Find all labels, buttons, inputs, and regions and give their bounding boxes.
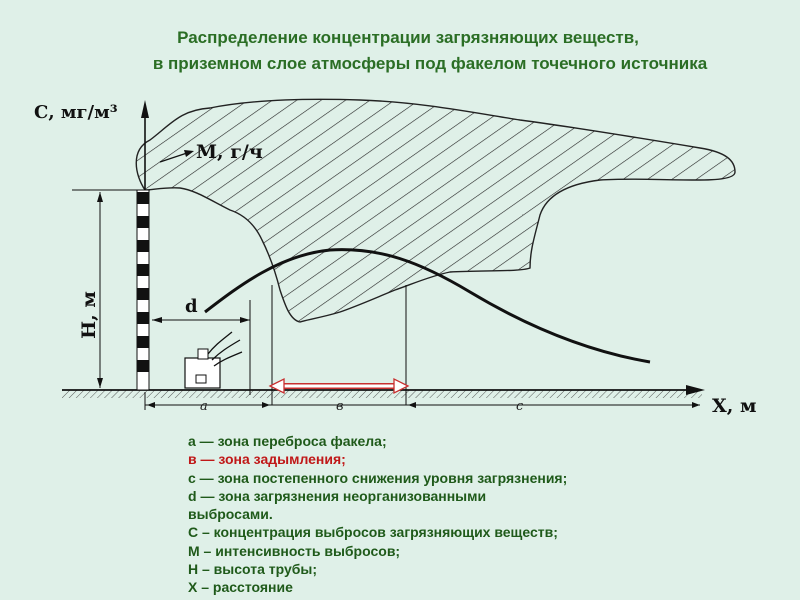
y-axis-label: С, мг/м³ bbox=[34, 102, 118, 123]
zone-c-arrow-r bbox=[692, 402, 700, 408]
title-line-1: Распределение концентрации загрязняющих … bbox=[177, 28, 639, 47]
legend-item-a: а — зона переброса факела; bbox=[188, 433, 387, 449]
zone-a-label: a bbox=[200, 399, 208, 414]
d-arrow-left bbox=[152, 317, 162, 323]
d-arrow-right bbox=[240, 317, 250, 323]
legend: а — зона переброса факела; в — зона зады… bbox=[188, 432, 567, 597]
legend-item-x: Х – расстояние bbox=[188, 579, 293, 596]
small-building bbox=[184, 331, 243, 389]
zone-b-label: в bbox=[336, 399, 344, 414]
emission-arrowhead bbox=[184, 150, 194, 157]
legend-item-h: Н – высота трубы; bbox=[188, 561, 318, 578]
legend-item-c-concentration: С – концентрация выбросов загрязняющих в… bbox=[188, 524, 558, 541]
legend-item-c: с — зона постепенного снижения уровня за… bbox=[188, 469, 568, 486]
zone-a-arrow-r bbox=[262, 402, 270, 408]
height-label: Н, м bbox=[78, 291, 100, 339]
emission-arrow bbox=[159, 151, 191, 163]
chimney bbox=[136, 189, 150, 391]
emission-label: М, г/ч bbox=[196, 141, 263, 163]
concentration-curve bbox=[204, 248, 651, 364]
height-arrow-top bbox=[97, 192, 103, 202]
zone-c-arrow-l bbox=[408, 402, 416, 408]
height-arrow-bottom bbox=[97, 378, 103, 388]
zone-c-label: с bbox=[516, 399, 524, 414]
y-axis-arrow bbox=[141, 100, 149, 118]
legend-item-d-cont: выбросами. bbox=[188, 506, 273, 523]
x-axis-label: Х, м bbox=[712, 395, 756, 417]
smoke-plume bbox=[135, 98, 736, 323]
legend-item-d: d — зона загрязнения неорганизованными bbox=[188, 487, 487, 504]
zone-b-highlight-arrow bbox=[268, 377, 410, 395]
zone-a-arrow-l bbox=[147, 402, 155, 408]
x-axis-arrow bbox=[686, 385, 705, 395]
d-label: d bbox=[185, 296, 198, 317]
legend-item-b: в — зона задымления; bbox=[188, 451, 346, 468]
title-line-2: в приземном слое атмосферы под факелом т… bbox=[152, 54, 708, 73]
legend-item-m: М – интенсивность выбросов; bbox=[188, 542, 401, 559]
ground bbox=[62, 390, 702, 398]
